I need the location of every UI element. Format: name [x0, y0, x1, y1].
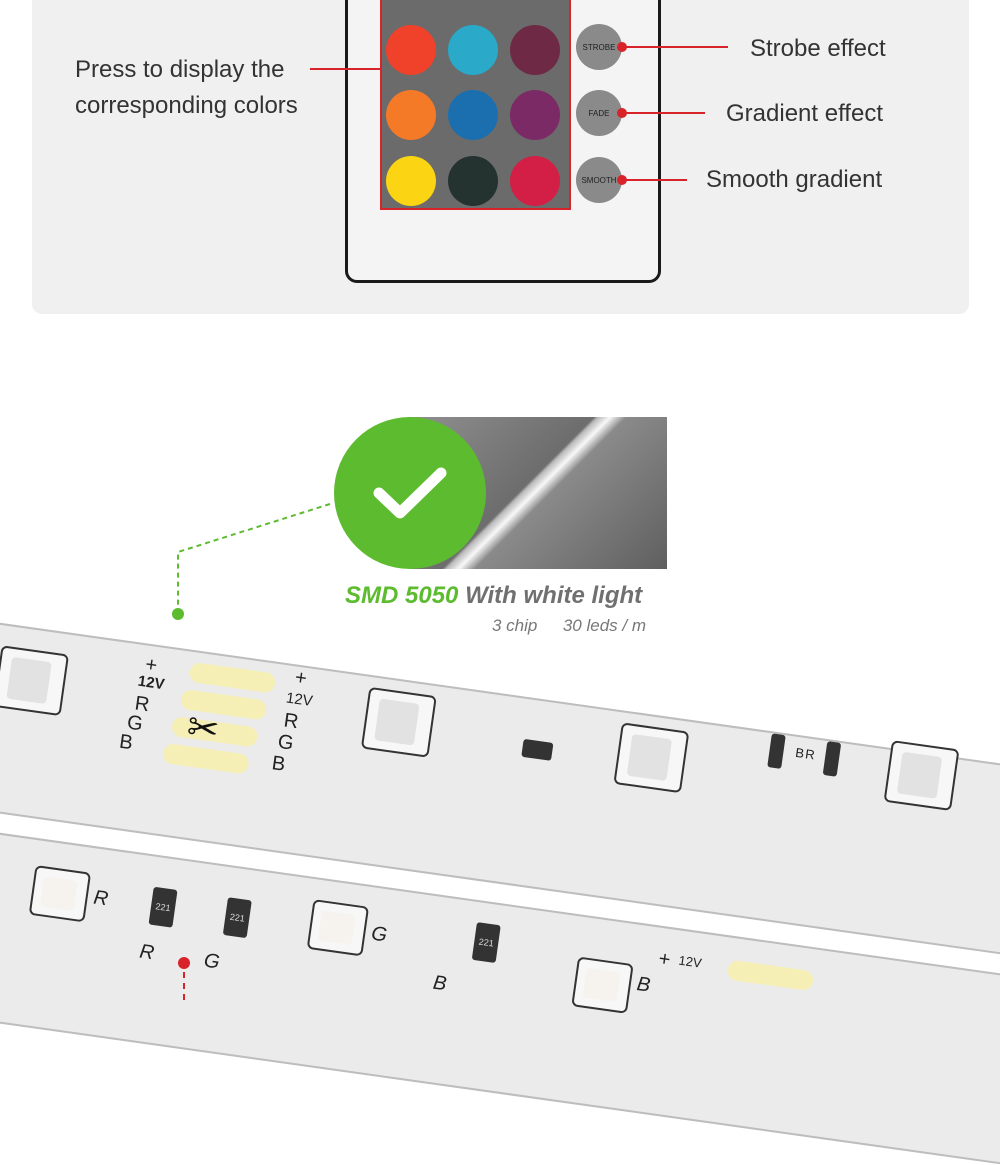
color-buttons-description: Press to display the corresponding color… [75, 56, 298, 119]
b-label: B [431, 971, 448, 996]
gradient-effect-label: Gradient effect [726, 100, 883, 127]
b-label: B [635, 973, 652, 997]
smooth-gradient-label: Smooth gradient [706, 166, 883, 193]
voltage-label: 12V [677, 952, 703, 971]
fade-button[interactable]: FADE [576, 90, 622, 136]
b-label: B [270, 752, 287, 776]
solder-pad [726, 959, 815, 992]
color-button-maroon[interactable] [510, 25, 560, 75]
led-chip [0, 645, 70, 717]
plus-label: + [293, 666, 309, 690]
led-chip [360, 686, 437, 758]
smooth-callout-line [622, 179, 687, 181]
led-chip [613, 722, 690, 794]
smooth-button[interactable]: SMOOTH [576, 157, 622, 203]
r-label: R [282, 709, 300, 734]
subtitle-label: With white light [465, 582, 643, 609]
color-button-cyan[interactable] [448, 25, 498, 75]
color-button-grid [380, 0, 571, 210]
resistor [521, 738, 554, 761]
voltage-label: 12V [284, 689, 314, 710]
density-info: 30 leds / m [562, 616, 646, 635]
b-label: B [794, 744, 806, 761]
r-label: R [804, 746, 816, 763]
resistor: 221 [148, 886, 178, 928]
strobe-button[interactable]: STROBE [576, 24, 622, 70]
spec-line: 3 chip 30 leds / m [492, 616, 646, 636]
strip-callout-line [183, 972, 185, 1000]
color-callout-line [310, 68, 380, 70]
g-label: G [202, 949, 221, 974]
solder-pad [188, 661, 277, 694]
checkmark-icon [373, 467, 447, 519]
resistor [822, 741, 842, 777]
r-label: R [92, 886, 110, 911]
color-button-blue[interactable] [448, 90, 498, 140]
scissors-icon: ✂ [184, 706, 222, 753]
strobe-effect-label: Strobe effect [750, 35, 886, 62]
plus-label: + [657, 947, 672, 972]
color-button-purple[interactable] [510, 90, 560, 140]
resistor [767, 733, 786, 769]
color-button-red[interactable] [386, 25, 436, 75]
check-badge [334, 417, 486, 569]
led-chip [306, 899, 370, 957]
resistor: 221 [471, 922, 501, 964]
r-label: R [138, 940, 156, 965]
voltage-label: 12V [136, 672, 166, 694]
color-button-crimson[interactable] [510, 156, 560, 206]
color-button-orange[interactable] [386, 90, 436, 140]
chip-info: 3 chip [492, 616, 538, 635]
led-chip [571, 956, 634, 1014]
color-button-yellow[interactable] [386, 156, 436, 206]
g-label: G [369, 922, 389, 947]
color-button-dark[interactable] [448, 156, 498, 206]
resistor: 221 [222, 897, 252, 939]
green-callout-line [172, 503, 331, 620]
led-chip [883, 740, 960, 811]
strip-callout-dot [178, 957, 190, 969]
strobe-callout-line [622, 46, 728, 48]
model-label: SMD 5050 [345, 582, 459, 609]
fade-callout-line [622, 112, 705, 114]
b-label: B [117, 730, 135, 755]
product-title: SMD 5050 With white light [345, 582, 642, 610]
led-chip [28, 865, 92, 923]
